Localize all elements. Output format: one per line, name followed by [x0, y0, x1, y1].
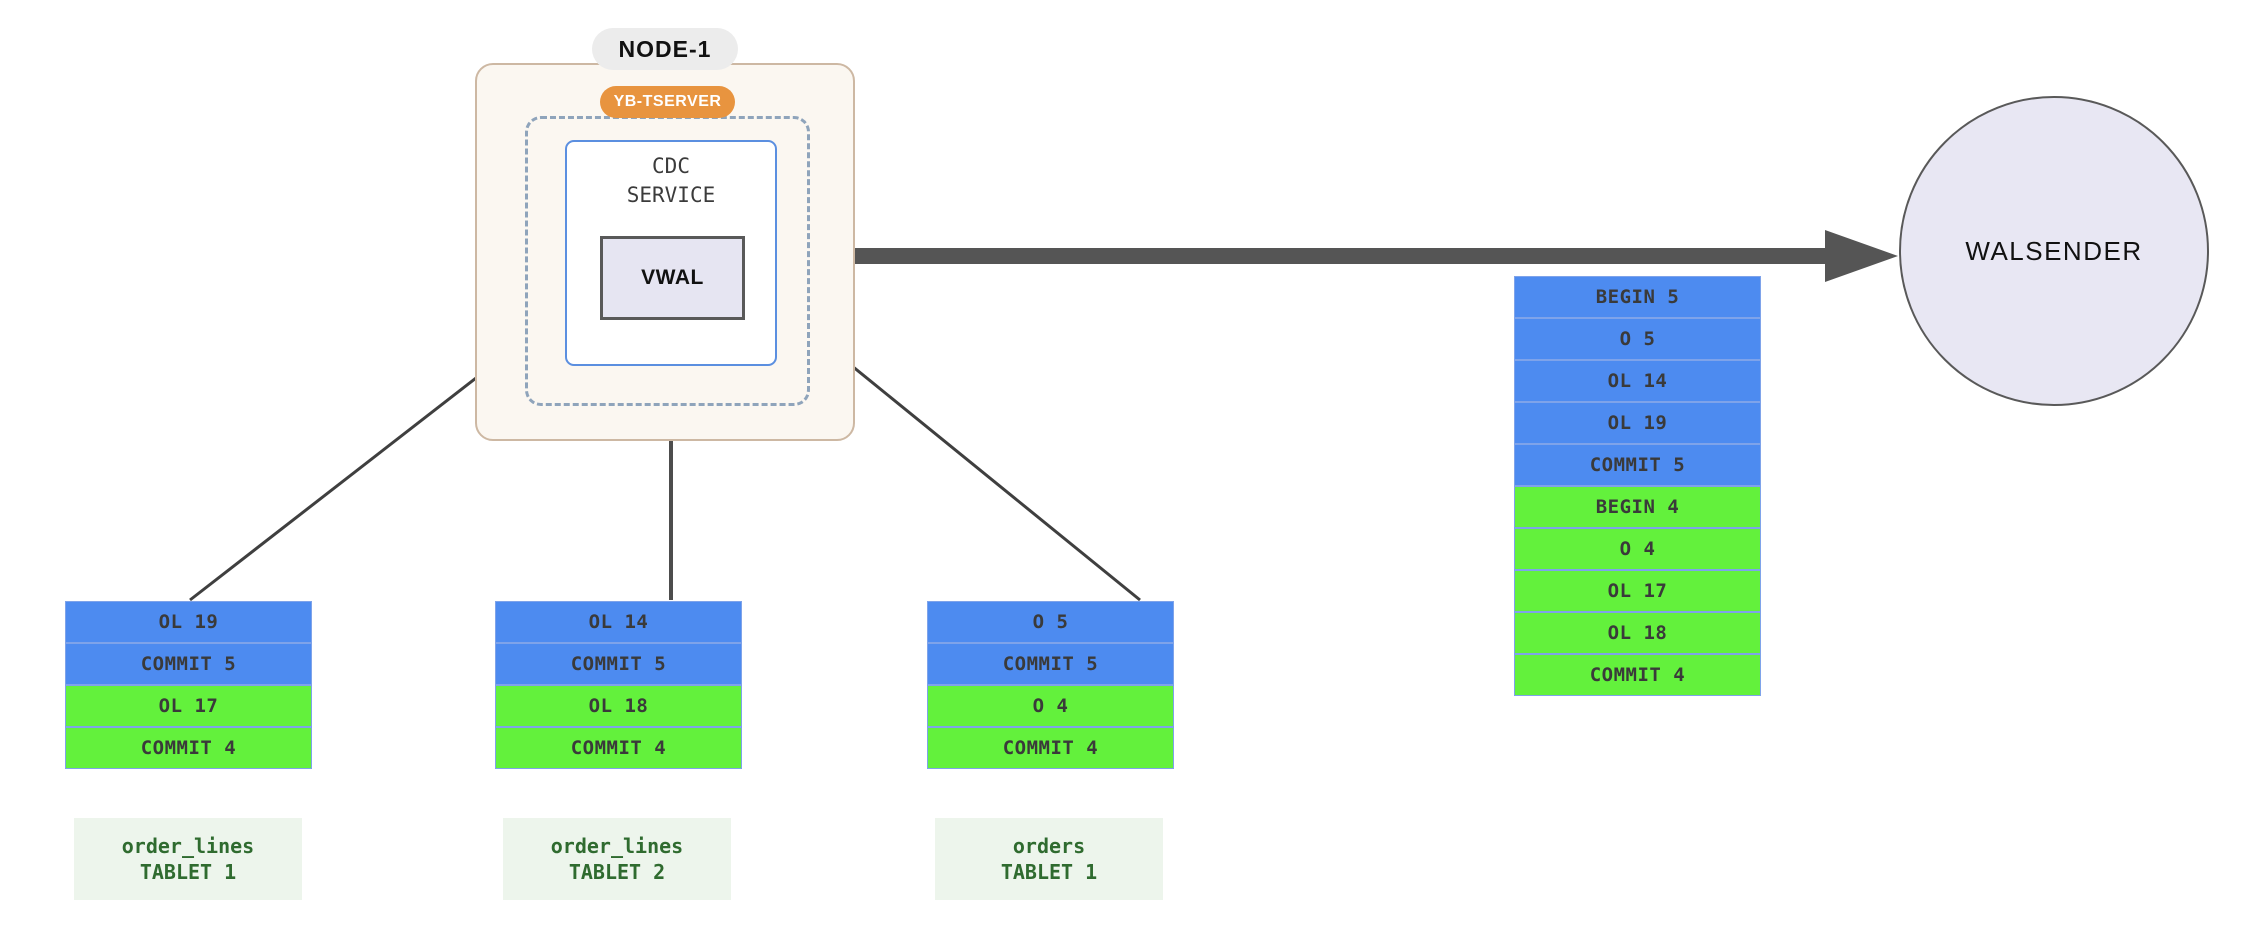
tablet-table-name: order_lines [121, 834, 255, 858]
walsender-node: WALSENDER [1899, 96, 2209, 406]
cdc-service-label: CDC SERVICE [626, 154, 716, 207]
record-row: COMMIT 4 [65, 727, 312, 769]
tablet-number: TABLET 1 [1000, 860, 1098, 884]
record-row: COMMIT 4 [1514, 654, 1761, 696]
record-row: OL 18 [495, 685, 742, 727]
yb-tserver-badge: YB-TSERVER [600, 86, 735, 118]
record-row: OL 18 [1514, 612, 1761, 654]
record-row: COMMIT 5 [65, 643, 312, 685]
record-row: OL 19 [65, 601, 312, 643]
record-row: OL 14 [495, 601, 742, 643]
vwal-box: VWAL [600, 236, 745, 320]
record-row: BEGIN 5 [1514, 276, 1761, 318]
tablet-table-name: order_lines [550, 834, 684, 858]
arrow-cdc-to-walsender [855, 230, 1898, 282]
record-row: OL 19 [1514, 402, 1761, 444]
record-row: COMMIT 4 [495, 727, 742, 769]
record-row: O 4 [1514, 528, 1761, 570]
record-row: BEGIN 4 [1514, 486, 1761, 528]
record-row: O 4 [927, 685, 1174, 727]
record-row: COMMIT 4 [927, 727, 1174, 769]
record-row: OL 17 [65, 685, 312, 727]
record-row: COMMIT 5 [495, 643, 742, 685]
record-row: OL 17 [1514, 570, 1761, 612]
record-row: COMMIT 5 [1514, 444, 1761, 486]
node-badge: NODE-1 [592, 28, 738, 70]
tablet-table-name: orders [1012, 834, 1086, 858]
record-row: O 5 [927, 601, 1174, 643]
record-row: COMMIT 5 [927, 643, 1174, 685]
record-row: O 5 [1514, 318, 1761, 360]
record-row: OL 14 [1514, 360, 1761, 402]
tablet-number: TABLET 2 [568, 860, 666, 884]
tablet-number: TABLET 1 [139, 860, 237, 884]
